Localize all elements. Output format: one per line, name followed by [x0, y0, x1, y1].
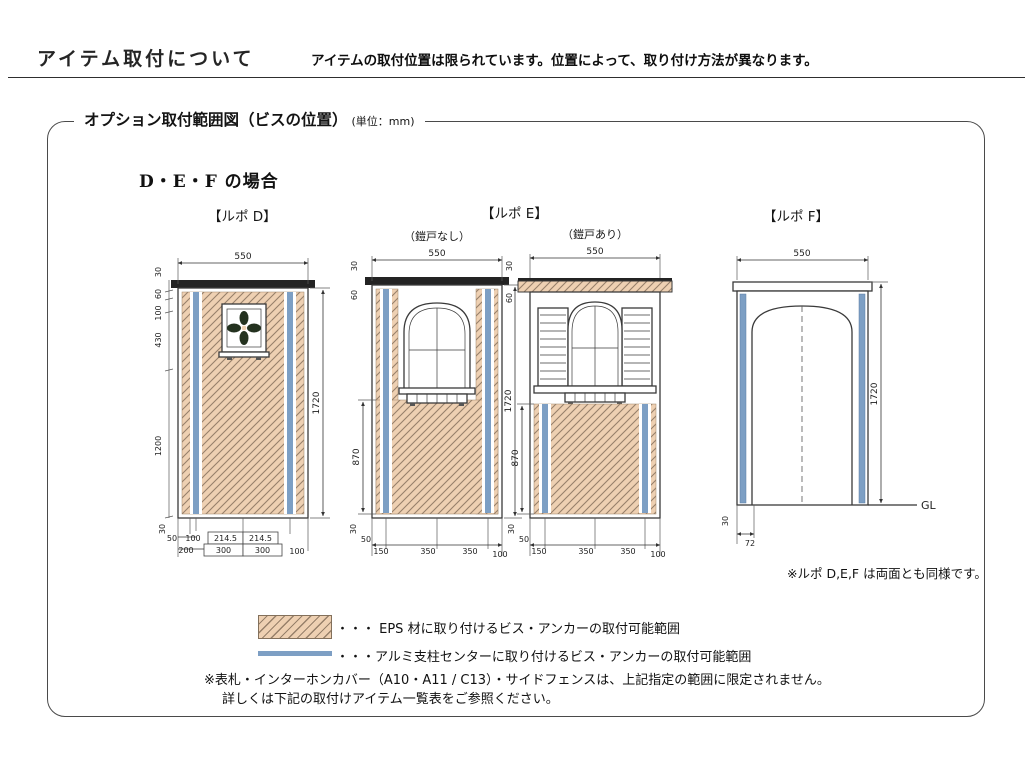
dim-label: 72: [745, 539, 755, 548]
dim-label: 100: [492, 550, 507, 559]
label-e-with-shutter: （鎧戸あり）: [562, 228, 628, 241]
dim-label: 1720: [504, 389, 514, 412]
dim-label: 150: [531, 547, 546, 556]
lupo-e1-dimensions: 550 30 60 870 1720 30 50 150: [349, 249, 522, 559]
dim-label: 30: [349, 524, 358, 534]
dim-label: 50: [519, 535, 529, 544]
dim-label: 50: [167, 534, 177, 543]
label-lupo-d: 【ルポ D】: [208, 209, 277, 225]
dim-label: 30: [507, 524, 516, 534]
panel-title: オプション取付範囲図（ビスの位置）(単位：mm): [74, 108, 425, 130]
footnote-line2: 詳しくは下記の取付けアイテム一覧表をご参照ください。: [222, 692, 559, 707]
lupo-d-dimensions: 550 30 60 100 430 1200 1720: [154, 252, 330, 557]
legend-post-text: ・・・アルミ支柱センターに取り付けるビス・アンカーの取付可能範囲: [336, 650, 752, 665]
dim-label: 30: [505, 261, 514, 271]
lupo-f-dimensions: 550 1720 GL 30 72: [721, 249, 937, 548]
aluminum-post-swatch: [258, 651, 332, 656]
note-same-both-sides: ※ルポ D,E,F は両面とも同様です。: [787, 566, 987, 581]
diagram-lupo-e-no-shutter: 550 30 60 870 1720 30 50 150: [349, 249, 522, 559]
footnote-line1: ※表札・インターホンカバー（A10・A11 / C13）・サイドフェンスは、上記…: [204, 673, 830, 688]
panel-title-text: オプション取付範囲図（ビスの位置）: [84, 111, 348, 129]
dim-label: 30: [350, 261, 359, 271]
dim-label: 550: [428, 249, 445, 259]
dim-label: 550: [586, 247, 603, 257]
dim-label: 350: [620, 547, 635, 556]
lupo-e2-shutter-window: [533, 301, 657, 405]
dim-label: 100: [185, 534, 200, 543]
dim-label: 100: [650, 550, 665, 559]
dim-label: 350: [462, 547, 477, 556]
dim-label: 550: [234, 252, 251, 262]
dim-label: 300: [255, 546, 270, 555]
page-title: アイテム取付について: [37, 48, 255, 70]
dim-label: 350: [420, 547, 435, 556]
dim-label: 870: [352, 448, 362, 465]
dim-label: 300: [216, 546, 231, 555]
dim-label: 1200: [154, 436, 163, 456]
label-e-without-shutter: （鎧戸なし）: [404, 230, 470, 243]
dim-label: 430: [154, 332, 163, 347]
diagram-lupo-f: 550 1720 GL 30 72: [721, 249, 937, 548]
dim-label: 100: [154, 305, 163, 320]
gl-label: GL: [921, 499, 937, 512]
dim-label: 214.5: [249, 534, 272, 543]
lupo-e2-structure: [517, 278, 673, 519]
lupo-d-structure: [171, 280, 315, 519]
dim-label: 30: [158, 524, 167, 534]
dim-label: 60: [505, 293, 514, 303]
dim-label: 30: [154, 267, 163, 277]
dim-label: 1720: [312, 391, 322, 414]
label-lupo-e: 【ルポ E】: [481, 206, 548, 222]
label-lupo-f: 【ルポ F】: [763, 209, 830, 225]
dim-label: 550: [793, 249, 810, 259]
dim-label: 100: [289, 547, 304, 556]
lupo-f-structure: [732, 281, 873, 506]
lupo-d-ornament-window: [218, 303, 270, 360]
dim-label: 1720: [870, 382, 880, 405]
diagram-lupo-d: 550 30 60 100 430 1200 1720: [154, 252, 330, 557]
dim-label: 214.5: [214, 534, 237, 543]
dim-label: 150: [373, 547, 388, 556]
lupo-e1-structure: [365, 277, 509, 519]
dim-label: 200: [178, 546, 193, 555]
lupo-e2-dimensions: 550 30 60 870 30 50 150 350 350 100: [505, 247, 666, 559]
panel-unit: (単位：mm): [351, 115, 415, 128]
eps-hatch-swatch: [258, 615, 332, 639]
header-divider: [8, 77, 1025, 78]
legend-eps-text: ・・・ EPS 材に取り付けるビス・アンカーの取付可能範囲: [336, 622, 681, 637]
dim-label: 30: [721, 516, 730, 526]
dim-label: 350: [578, 547, 593, 556]
dim-label: 50: [361, 535, 371, 544]
diagram-lupo-e-with-shutter: 550 30 60 870 30 50 150 350 350 100: [505, 247, 673, 559]
dim-label: 60: [154, 289, 163, 299]
page-subtitle: アイテムの取付位置は限られています。位置によって、取り付け方法が異なります。: [311, 53, 818, 69]
lupo-e1-arched-window: [398, 302, 476, 406]
section-heading: D・E・F の場合: [139, 172, 279, 192]
dim-label: 870: [511, 449, 521, 466]
dim-label: 60: [350, 290, 359, 300]
